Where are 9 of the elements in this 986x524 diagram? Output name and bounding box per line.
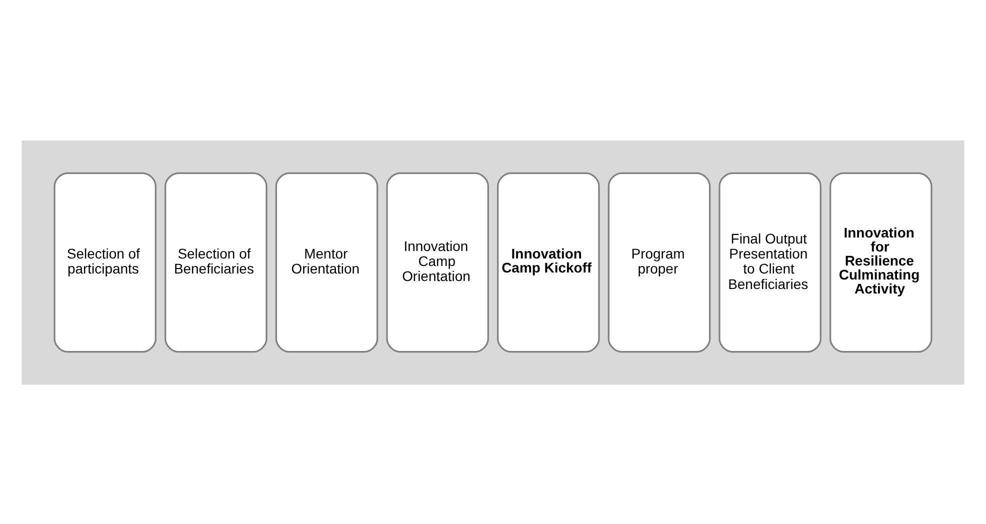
node-box: Final Output Presentation to Client Beneficiaries <box>718 172 822 352</box>
node-box: Innovation Camp Kickoff <box>497 172 600 352</box>
node-box: Program proper <box>608 172 711 352</box>
cluster <box>22 140 964 384</box>
node-box: Mentor Orientation <box>275 172 378 352</box>
node-box: Innovation Camp Orientation <box>386 172 489 352</box>
node-box: Innovation for Resilience Culminating Activity <box>830 172 932 352</box>
node-box: Selection of participants <box>54 172 156 352</box>
node-box: Selection of Beneficiaries <box>164 172 268 352</box>
